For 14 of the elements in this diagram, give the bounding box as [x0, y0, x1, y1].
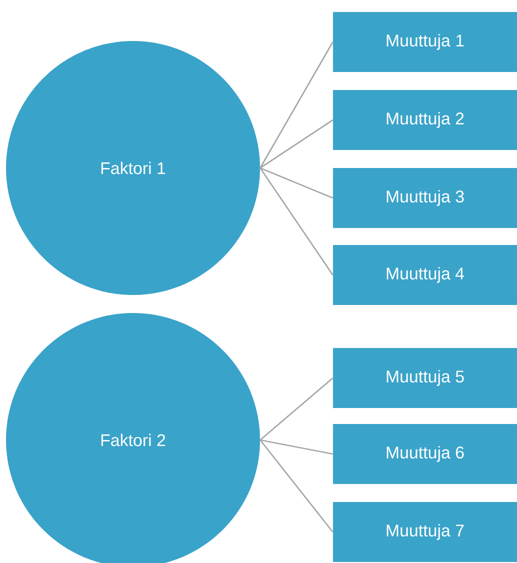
- variable-box: Muuttuja 7: [333, 502, 517, 562]
- variable-box: Muuttuja 1: [333, 12, 517, 72]
- variable-box: Muuttuja 3: [333, 168, 517, 228]
- connector-line: [260, 440, 334, 532]
- connector-line: [260, 119, 334, 169]
- connector-line: [260, 42, 334, 168]
- variable-box: Muuttuja 5: [333, 348, 517, 408]
- connector-line: [260, 167, 334, 199]
- variable-box: Muuttuja 4: [333, 245, 517, 305]
- connector-line: [260, 168, 334, 276]
- variable-box: Muuttuja 2: [333, 90, 517, 150]
- variable-box: Muuttuja 6: [333, 424, 517, 484]
- connector-line: [260, 377, 334, 441]
- connector-line: [260, 439, 333, 455]
